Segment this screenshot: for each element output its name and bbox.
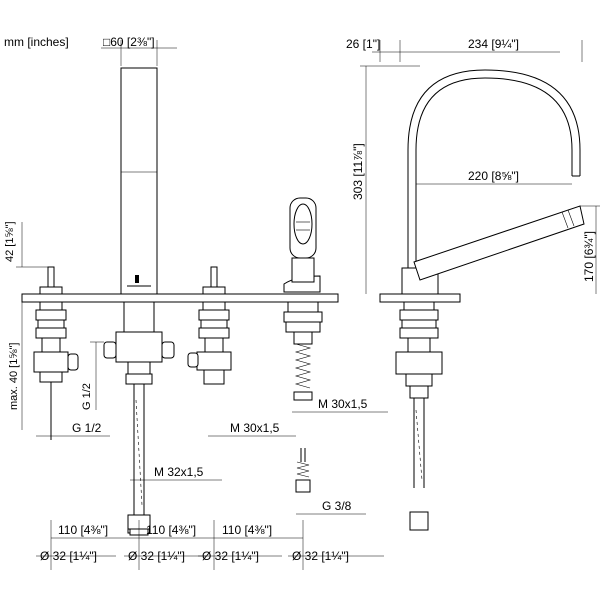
g38-fitting: [295, 448, 311, 493]
g38-dimension: G 3/8: [296, 499, 366, 515]
column-width-dimension: □60 [2⅜"]: [101, 35, 177, 66]
gooseneck-spout: [407, 69, 581, 268]
hole-label-3: Ø 32 [1¼"]: [202, 549, 259, 563]
side-below-deck: [395, 301, 443, 531]
spacing-label-1: 110 [4⅜"]: [58, 523, 108, 537]
column-width-label: □60 [2⅜"]: [103, 35, 155, 49]
spacing-label-3: 110 [4⅜"]: [222, 523, 272, 537]
side-elevation-view: 26 [1"] 234 [9¼"] 303 [11⅞"] 220 [8⅝"] 1…: [346, 37, 600, 531]
handle-height-label: 170 [6¾"]: [582, 231, 596, 282]
units-note: mm [inches]: [4, 35, 69, 49]
deck-plate: [21, 293, 339, 303]
lever-height-label: 42 [1⅝"]: [4, 221, 16, 262]
hole-label-4: Ø 32 [1¼"]: [292, 549, 349, 563]
g12-vertical-label: G 1/2: [81, 383, 93, 410]
m30-upper-label: M 30x1,5: [318, 397, 368, 411]
left-valve-body: [33, 301, 79, 440]
g12-label: G 1/2: [72, 421, 102, 435]
m30-lower-dimension: M 30x1,5: [208, 421, 296, 437]
g38-label: G 3/8: [322, 499, 352, 513]
right-valve-body: [187, 301, 232, 385]
left-valve-top: [39, 266, 63, 295]
hole-diameters: Ø 32 [1¼"] Ø 32 [1¼"] Ø 32 [1¼"] Ø 32 [1…: [36, 549, 384, 563]
spacing-dimensions: 110 [4⅜"] 110 [4⅜"] 110 [4⅜"]: [50, 520, 304, 570]
right-valve-top: [202, 266, 226, 295]
side-deck-plate: [379, 293, 461, 303]
handshower-hose-connector: [283, 301, 323, 401]
handle-height-dimension: 170 [6¾"]: [580, 205, 600, 294]
hole-label-2: Ø 32 [1¼"]: [128, 549, 185, 563]
m30-upper-dimension: M 30x1,5: [292, 397, 388, 413]
offset-label: 26 [1"]: [346, 37, 380, 51]
hole-label-1: Ø 32 [1¼"]: [40, 549, 97, 563]
reach-total-label: 234 [9¼"]: [468, 37, 519, 51]
reach-inner-label: 220 [8⅝"]: [468, 169, 519, 183]
height-dimension: 303 [11⅞"]: [351, 65, 420, 294]
spout-column: [120, 67, 158, 295]
max-deck-dimension: max. 40 [1⅝"]: [8, 302, 23, 430]
m32-dimension: M 32x1,5: [130, 465, 222, 481]
front-elevation-view: □60 [2⅜"]: [4, 35, 388, 570]
lever-height-dimension: 42 [1⅝"]: [4, 221, 48, 268]
m30-lower-label: M 30x1,5: [230, 421, 280, 435]
g12-dimension: G 1/2: [36, 421, 110, 437]
handshower-holder: [283, 197, 321, 293]
m32-label: M 32x1,5: [154, 465, 204, 479]
offset-dimension: 26 [1"] 234 [9¼"]: [346, 37, 583, 62]
center-valve-body: [103, 301, 175, 534]
g12-vertical-dimension: G 1/2: [81, 341, 104, 410]
spacing-label-2: 110 [4⅜"]: [146, 523, 196, 537]
max-deck-label: max. 40 [1⅝"]: [8, 343, 20, 411]
reach-inner-dimension: 220 [8⅝"]: [416, 169, 572, 185]
handle-lever: [413, 205, 585, 281]
height-label: 303 [11⅞"]: [351, 143, 365, 200]
